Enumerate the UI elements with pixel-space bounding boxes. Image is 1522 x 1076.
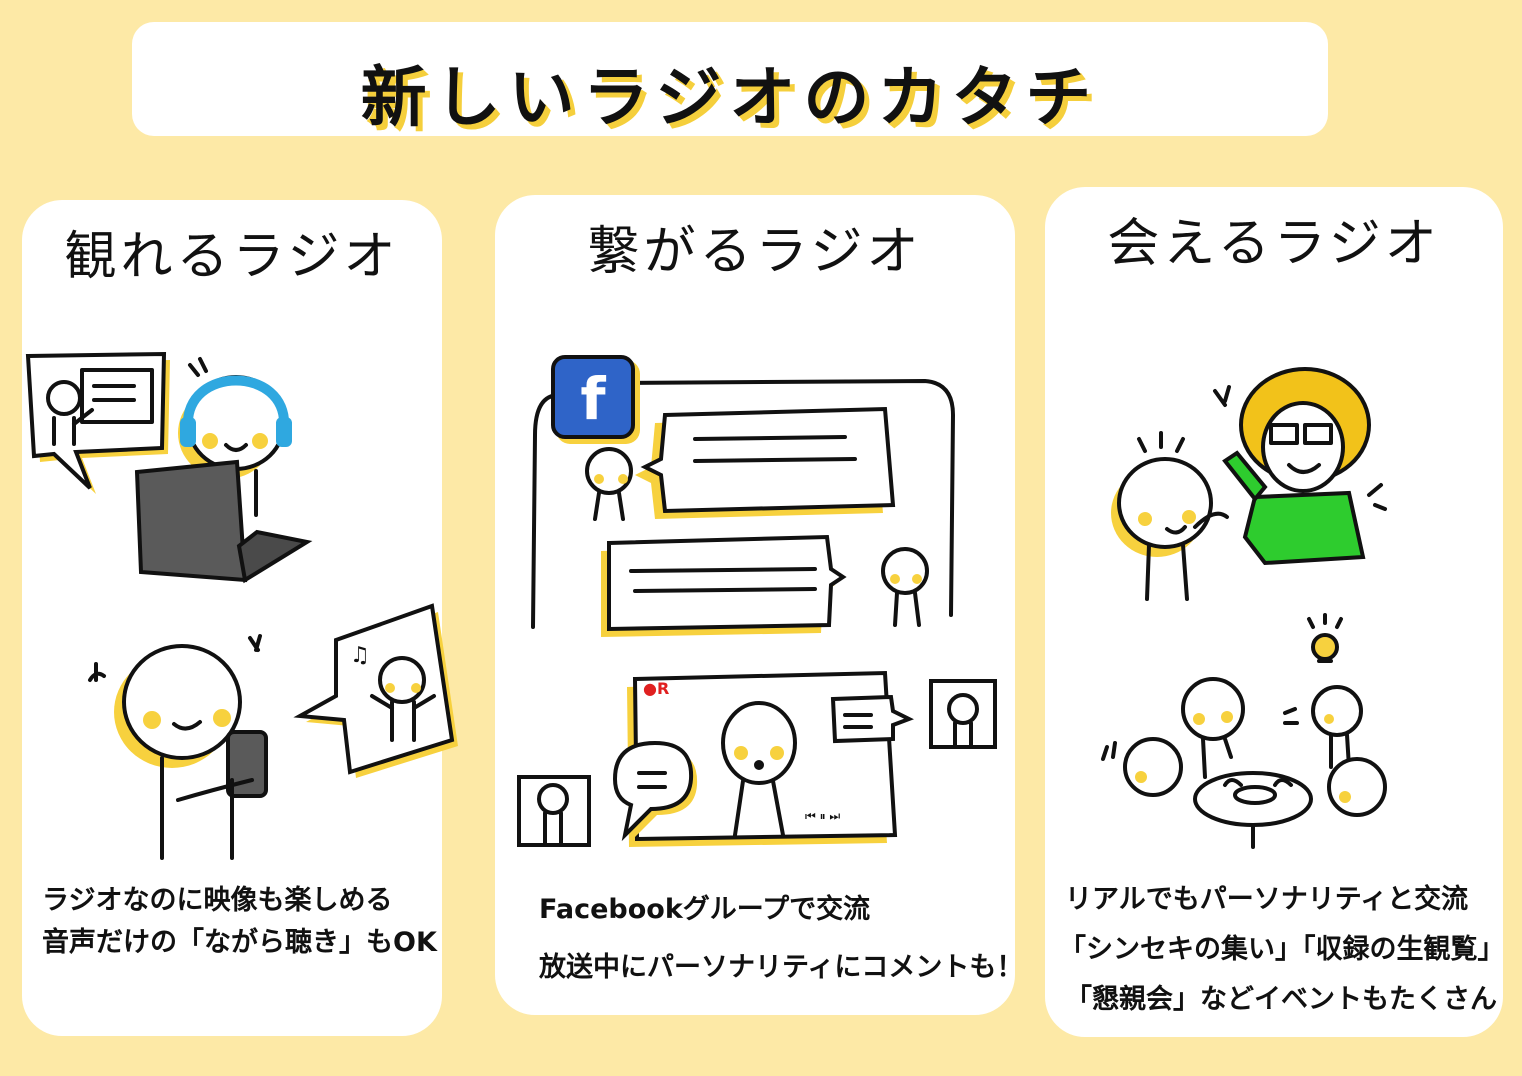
panel-heading: 観れるラジオ [64,227,400,287]
panel-connected-radio: 繋がるラジオ f [495,195,1024,1015]
caption-line-2: 「シンセキの集い」「収録の生観覧」 [1059,934,1505,965]
video-screen-illustration [25,351,170,494]
music-video-bubble-illustration: ♫ [293,603,458,778]
lightbulb-icon [1311,633,1339,661]
title-banner: 新しいラジオのカタチ [132,22,1328,136]
caption-line-1: リアルでもパーソナリティと交流 [1065,884,1469,915]
smartphone-icon [226,730,268,798]
gathering-illustration [1101,613,1387,849]
caption-line-1: Facebookグループで交流 [539,894,871,925]
panel-meetable-radio: 会えるラジオ リアルでもパーソナリティと交流 「シンセキの集い [1045,187,1505,1037]
caption-line-1: ラジオなのに映像も楽しめる [42,885,393,916]
player-controls: ⏮ ⏸ ⏭ [805,809,841,823]
live-stream-illustration [517,670,997,847]
panel-heading: 会えるラジオ [1107,214,1441,274]
music-note-icon: ♫ [350,643,370,668]
caption-line-2: 音声だけの「ながら聴き」もOK [42,927,437,958]
live-badge: ●R [643,679,670,698]
caption-line-3: 「懇親会」などイベントもたくさん [1065,984,1497,1015]
panel-watchable-radio: 観れるラジオ [22,200,458,1036]
page-title: 新しいラジオのカタチ [360,59,1100,136]
smartphone-listener-illustration [88,634,268,860]
facebook-icon-letter: f [580,365,606,433]
group-chat-illustration [531,379,955,637]
panel-heading: 繋がるラジオ [587,222,923,282]
caption-line-2: 放送中にパーソナリティにコメントも！ [539,952,1024,983]
laptop-icon [134,459,313,584]
facebook-icon: f [551,355,635,439]
meet-personality-illustration [1111,367,1387,601]
